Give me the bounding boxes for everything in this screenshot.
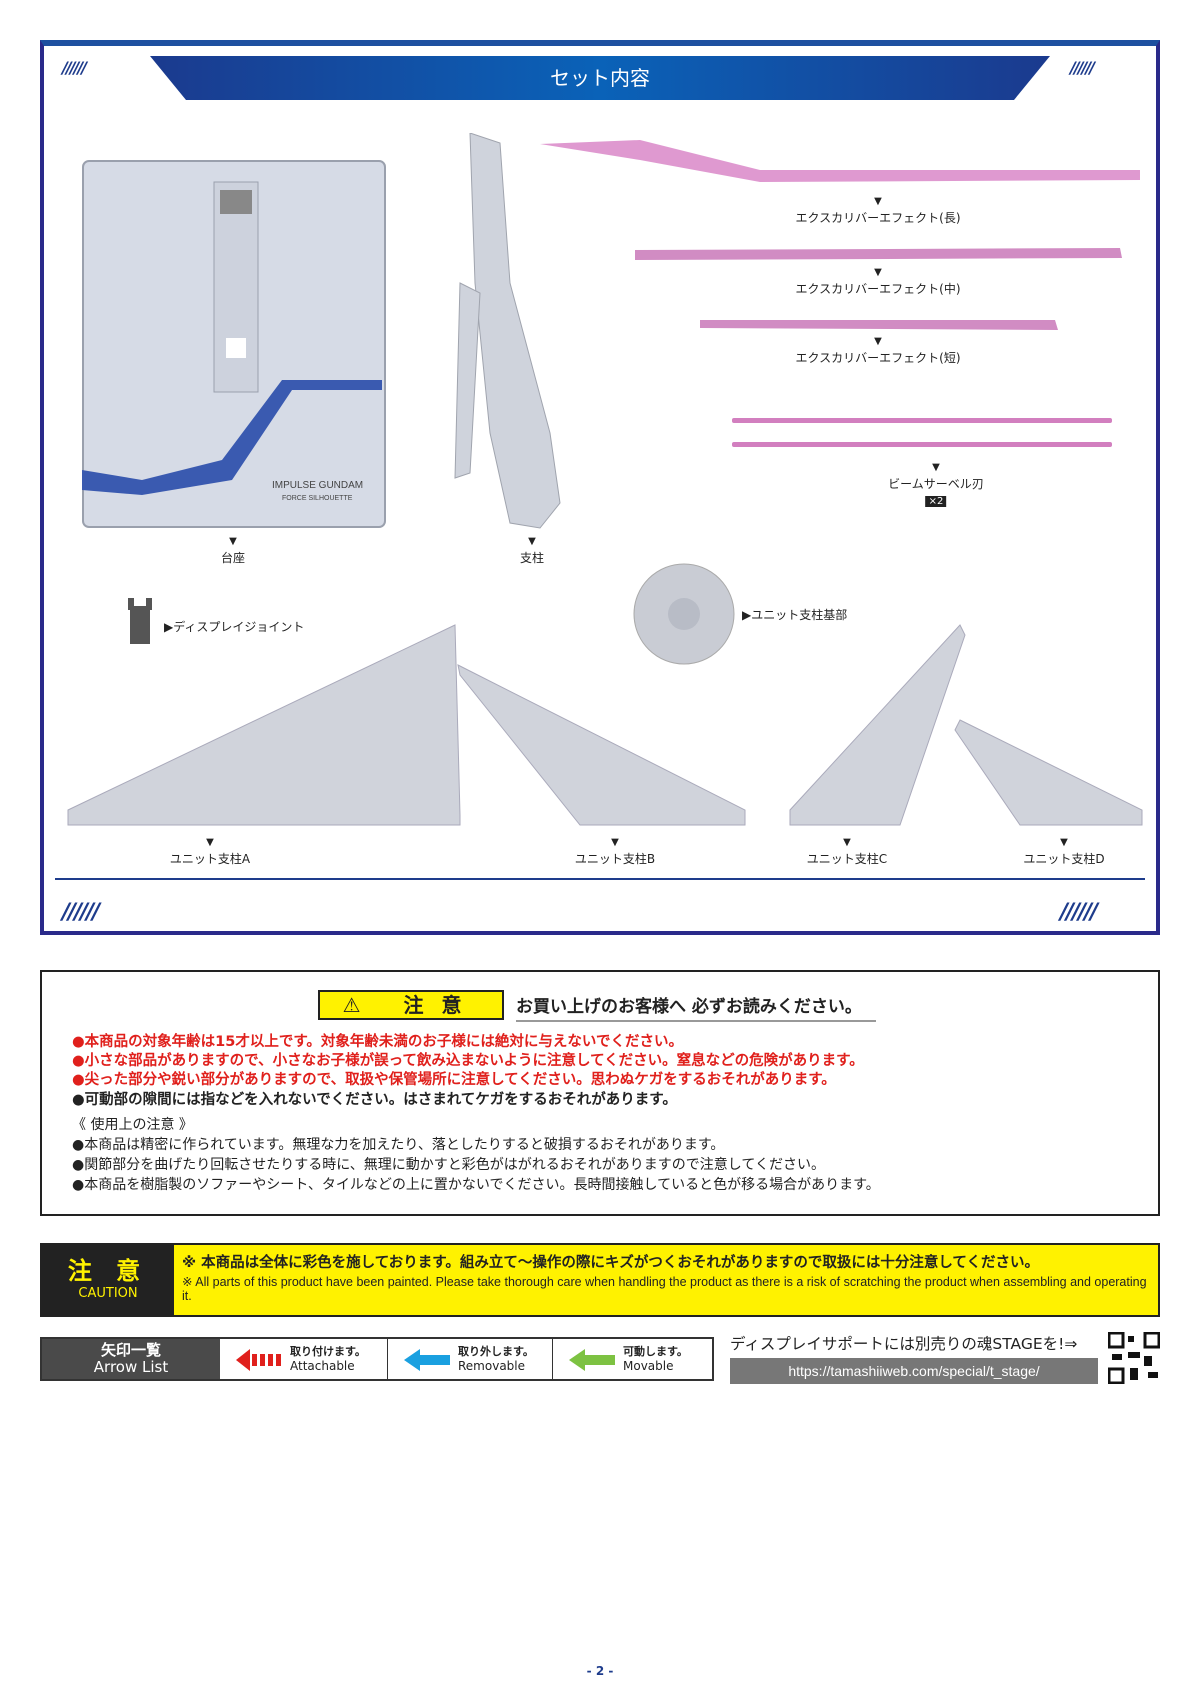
caution-label: 注 意 CAUTION xyxy=(42,1245,174,1315)
label-base: ▼台座 xyxy=(220,536,246,565)
usage-title: 《 使用上の注意 》 xyxy=(72,1117,193,1133)
label-excalibur-short: ▼エクスカリバーエフェクト(短) xyxy=(795,336,961,365)
divider xyxy=(55,878,1145,880)
label-unit-base: ▶ユニット支柱基部 xyxy=(742,608,848,622)
warning-line: ●本商品の対象年齢は15才以上です。対象年齢未満のお子様には絶対に与えないでくだ… xyxy=(72,1034,683,1050)
label-unit-c: ▼ユニット支柱C xyxy=(806,837,888,866)
count-badge: ×2 xyxy=(925,496,947,507)
stripe-decoration: ////// xyxy=(62,58,87,77)
stage-text: ディスプレイサポートには別売りの魂STAGEを!⇒ xyxy=(730,1335,1078,1353)
arrow-removable: 取り外します。Removable xyxy=(387,1339,551,1379)
stripe-decoration: ////// xyxy=(1070,58,1095,77)
label-beam-saber: ▼ビームサーベル刃×2 xyxy=(888,462,984,507)
page-number: - 2 - xyxy=(586,1664,614,1678)
stage-url-link[interactable]: https://tamashiiweb.com/special/t_stage/ xyxy=(730,1358,1098,1384)
label-unit-d: ▼ユニット支柱D xyxy=(1023,837,1105,866)
parts-frame xyxy=(40,40,1160,935)
move-arrow-icon xyxy=(569,1349,615,1371)
display-joint-image xyxy=(128,598,152,644)
warning-icon: ⚠ xyxy=(342,993,379,1017)
label-display-joint: ▶ディスプレイジョイント xyxy=(164,620,305,634)
warning-box xyxy=(40,970,1160,1216)
caution-bar: 注 意 CAUTION ※ 本商品は全体に彩色を施しております。組み立て〜操作の… xyxy=(40,1243,1160,1317)
base-print: IMPULSE GUNDAM xyxy=(272,480,363,491)
warning-subtitle: お買い上げのお客様へ 必ずお読みください。 xyxy=(516,992,876,1022)
label-unit-a: ▼ユニット支柱A xyxy=(169,837,251,866)
label-excalibur-long: ▼エクスカリバーエフェクト(長) xyxy=(795,196,961,225)
section-title: セット内容 xyxy=(150,56,1050,100)
effects-image xyxy=(540,140,1140,447)
label-pillar: ▼支柱 xyxy=(519,536,545,565)
unit-base-image xyxy=(633,563,735,665)
caution-en: ※ All parts of this product have been pa… xyxy=(182,1275,1147,1303)
base-print: FORCE SILHOUETTE xyxy=(282,495,353,502)
warning-line: ●可動部の隙間には指などを入れないでください。はさまれてケガをするおそれがありま… xyxy=(72,1092,677,1108)
usage-line: ●関節部分を曲げたり回転させたりする時に、無理に動かすと彩色がはがれるおそれがあ… xyxy=(72,1157,825,1173)
warning-heading: ⚠ 注意 xyxy=(318,990,504,1020)
qr-code-icon[interactable] xyxy=(1108,1332,1160,1384)
pillar-image xyxy=(454,133,561,529)
unit-pillars-image xyxy=(67,624,1143,826)
arrow-movable: 可動します。Movable xyxy=(552,1339,716,1379)
arrow-attachable: 取り付けます。Attachable xyxy=(220,1339,384,1379)
warning-line: ●尖った部分や鋭い部分がありますので、取扱や保管場所に注意してください。思わぬケ… xyxy=(72,1072,836,1088)
remove-arrow-icon xyxy=(404,1349,450,1371)
caution-jp: ※ 本商品は全体に彩色を施しております。組み立て〜操作の際にキズがつくおそれがあ… xyxy=(182,1255,1039,1271)
label-excalibur-mid: ▼エクスカリバーエフェクト(中) xyxy=(795,267,961,296)
base-image: IMPULSE GUNDAM FORCE SILHOUETTE xyxy=(82,160,386,528)
stripe-decoration: ////// xyxy=(1060,900,1098,925)
usage-line: ●本商品は精密に作られています。無理な力を加えたり、落としたりすると破損するおそ… xyxy=(72,1137,725,1153)
attach-arrow-icon xyxy=(236,1349,281,1371)
stripe-decoration: ////// xyxy=(62,900,100,925)
warning-line: ●小さな部品がありますので、小さなお子様が誤って飲み込まないように注意してくださ… xyxy=(72,1053,864,1069)
usage-line: ●本商品を樹脂製のソファーやシート、タイルなどの上に置かないでください。長時間接… xyxy=(72,1177,880,1193)
label-unit-b: ▼ユニット支柱B xyxy=(574,837,656,866)
